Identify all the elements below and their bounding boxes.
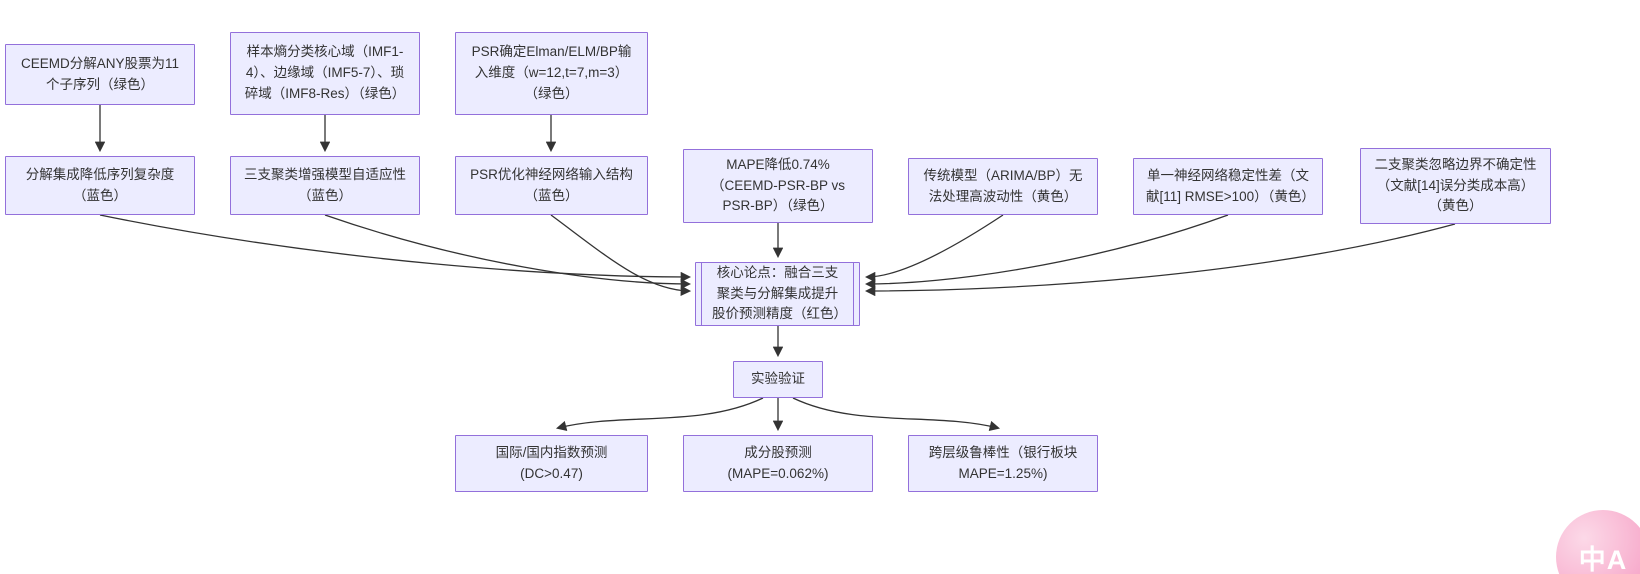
node-psr-structure: PSR优化神经网络输入结构（蓝色） xyxy=(455,156,648,215)
node-constituent-forecast: 成分股预测 (MAPE=0.062%) xyxy=(683,435,873,492)
translate-badge-button[interactable]: 中A xyxy=(1556,510,1640,574)
node-traditional-model-limit: 传统模型（ARIMA/BP）无法处理高波动性（黄色） xyxy=(908,158,1098,215)
translate-badge-label: 中A xyxy=(1578,544,1628,574)
edge-experiment-to-robustness xyxy=(792,397,1001,432)
node-cross-level-robustness: 跨层级鲁棒性（银行板块 MAPE=1.25%) xyxy=(908,435,1098,492)
edge-traditional-to-core xyxy=(864,214,1004,283)
edge-experiment-to-index xyxy=(555,397,764,432)
edge-complexity-to-core xyxy=(99,214,692,283)
node-experiment-validation: 实验验证 xyxy=(733,361,823,398)
node-index-forecast: 国际/国内指数预测 (DC>0.47) xyxy=(455,435,648,492)
node-psr-dimension: PSR确定Elman/ELM/BP输入维度（w=12,t=7,m=3）（绿色） xyxy=(455,32,648,115)
node-decompose-complexity: 分解集成降低序列复杂度（蓝色） xyxy=(5,156,195,215)
node-two-way-cluster-limit: 二支聚类忽略边界不确定性（文献[14]误分类成本高）（黄色） xyxy=(1360,148,1551,224)
edge-twoway-to-core xyxy=(864,223,1456,297)
node-single-nn-unstable: 单一神经网络稳定性差（文献[11] RMSE>100）（黄色） xyxy=(1133,158,1323,215)
node-sample-entropy: 样本熵分类核心域（IMF1-4）、边缘域（IMF5-7）、琐碎域（IMF8-Re… xyxy=(230,32,420,115)
edge-adaptive-to-core xyxy=(324,214,692,290)
edge-psrstruct-to-core xyxy=(550,214,692,297)
edge-singlenn-to-core xyxy=(864,214,1229,290)
node-three-way-adaptive: 三支聚类增强模型自适应性（蓝色） xyxy=(230,156,420,215)
node-core-thesis: 核心论点：融合三支聚类与分解集成提升股价预测精度（红色） xyxy=(695,262,860,326)
node-ceemd-decompose: CEEMD分解ANY股票为11个子序列（绿色） xyxy=(5,44,195,105)
node-mape-improvement: MAPE降低0.74%（CEEMD-PSR-BP vs PSR-BP）（绿色） xyxy=(683,149,873,223)
